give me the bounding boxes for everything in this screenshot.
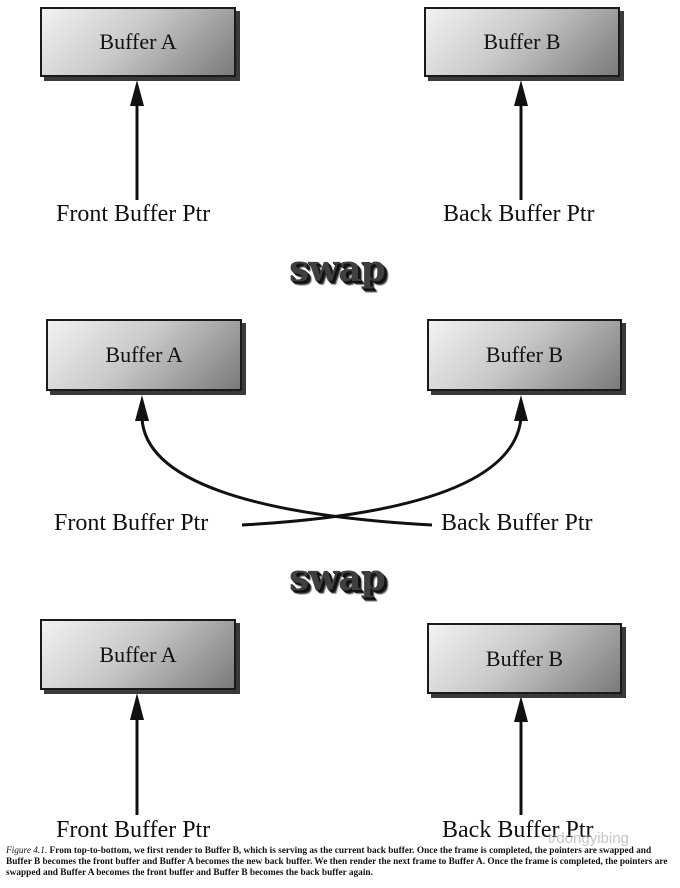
panel3-buffer-b-label: Buffer B — [485, 645, 564, 671]
panel1-arrow-back — [514, 80, 528, 200]
panel3-buffer-a-box: Buffer A — [40, 619, 236, 690]
panel2-front-buffer-ptr: Front Buffer Ptr — [54, 510, 209, 536]
figure-caption: Figure 4.1. From top-to-bottom, we first… — [6, 846, 676, 879]
panel3-front-buffer-ptr: Front Buffer Ptr — [56, 817, 211, 843]
caption-text: From top-to-bottom, we first render to B… — [6, 846, 668, 878]
figure-label: Figure 4.1. — [6, 846, 48, 856]
panel2-buffer-a-box: Buffer A — [46, 319, 242, 391]
panel1-buffer-a-label: Buffer A — [99, 29, 177, 54]
watermark: t/dongyibing — [548, 830, 629, 847]
panel2-arrow-back-to-a — [135, 395, 433, 527]
swap-label-1: swap — [289, 248, 386, 290]
panel2-buffer-b-box: Buffer B — [427, 319, 622, 391]
panel3-arrow-front — [130, 693, 144, 815]
swap-label-2: swap — [289, 557, 386, 599]
panel3-buffer-b-box: Buffer B — [427, 623, 622, 694]
panel1-buffer-b-box: Buffer B — [424, 7, 620, 77]
panel2-back-buffer-ptr: Back Buffer Ptr — [441, 510, 593, 536]
panel1-buffer-b-label: Buffer B — [483, 29, 561, 54]
panel2-arrow-front-to-b — [241, 395, 528, 527]
panel2-buffer-a-label: Buffer A — [105, 342, 183, 367]
panel1-back-buffer-ptr: Back Buffer Ptr — [443, 201, 595, 227]
panel1-arrow-front — [130, 80, 144, 200]
panel3-buffer-a-label: Buffer A — [99, 641, 177, 667]
panel1-buffer-a-box: Buffer A — [40, 7, 236, 77]
panel3-arrow-back — [514, 696, 528, 815]
panel2-buffer-b-label: Buffer B — [485, 342, 564, 367]
panel3-back-buffer-ptr: Back Buffer Ptr — [442, 817, 594, 843]
panel1-front-buffer-ptr: Front Buffer Ptr — [56, 201, 211, 227]
